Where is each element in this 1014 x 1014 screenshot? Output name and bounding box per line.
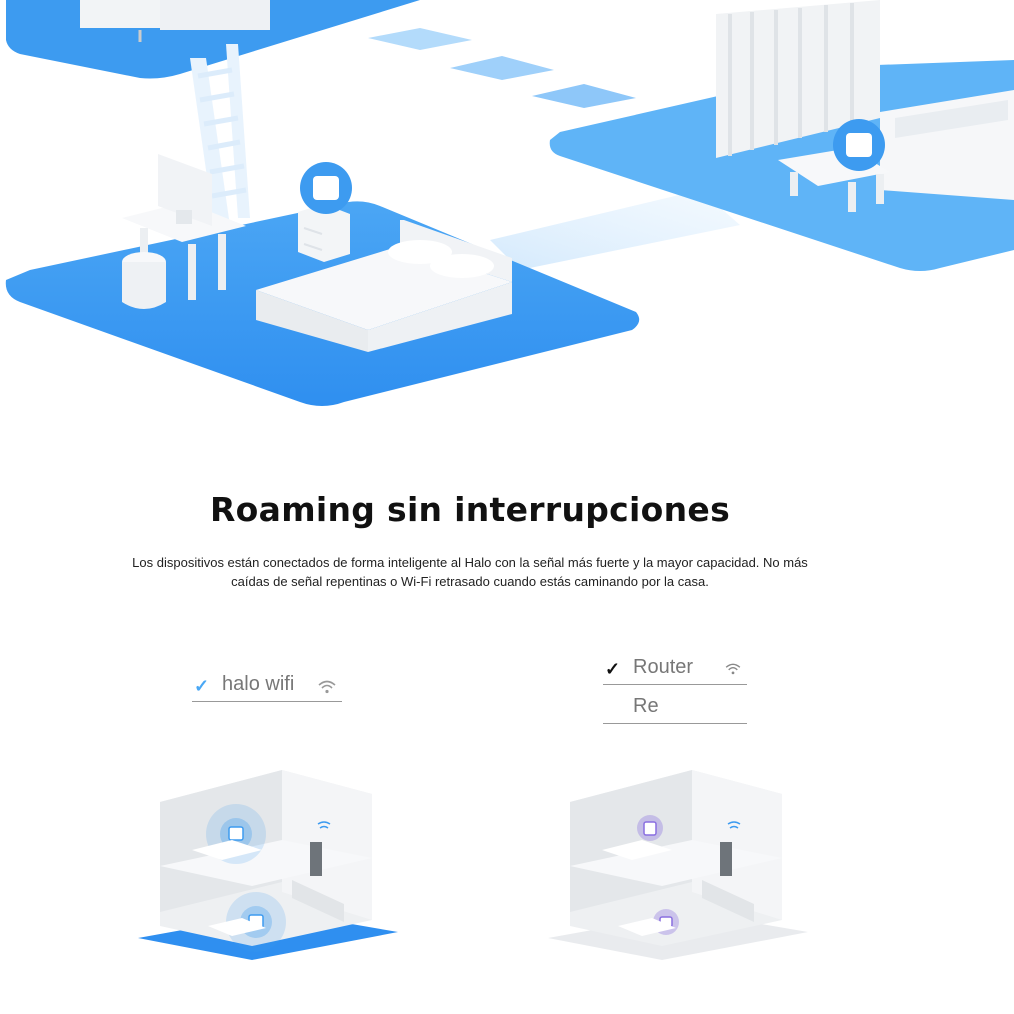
wifi-icon xyxy=(725,663,741,675)
network-name: Router xyxy=(633,656,694,678)
check-icon: ✓ xyxy=(194,676,210,696)
check-icon: ✓ xyxy=(605,659,621,679)
house-halo-illustration xyxy=(138,770,398,960)
house-router-illustration xyxy=(548,770,808,960)
connector-beam xyxy=(490,190,740,270)
network-item-re[interactable]: Re xyxy=(603,694,747,724)
floor-bedroom xyxy=(5,44,640,406)
section-title: Roaming sin interrupciones xyxy=(209,490,731,529)
floor-right xyxy=(549,0,1014,271)
wifi-icon xyxy=(318,680,336,694)
hero-illustration xyxy=(0,0,1014,406)
network-item-router[interactable]: ✓ Router xyxy=(603,655,747,685)
network-name: Re xyxy=(633,695,659,717)
network-name: halo wifi xyxy=(222,673,295,695)
section-description: Los dispositivos están conectados de for… xyxy=(132,555,808,589)
stepping-tiles xyxy=(368,28,636,108)
network-item-halo-wifi[interactable]: ✓ halo wifi xyxy=(192,672,342,702)
floor-top-left xyxy=(0,0,420,79)
